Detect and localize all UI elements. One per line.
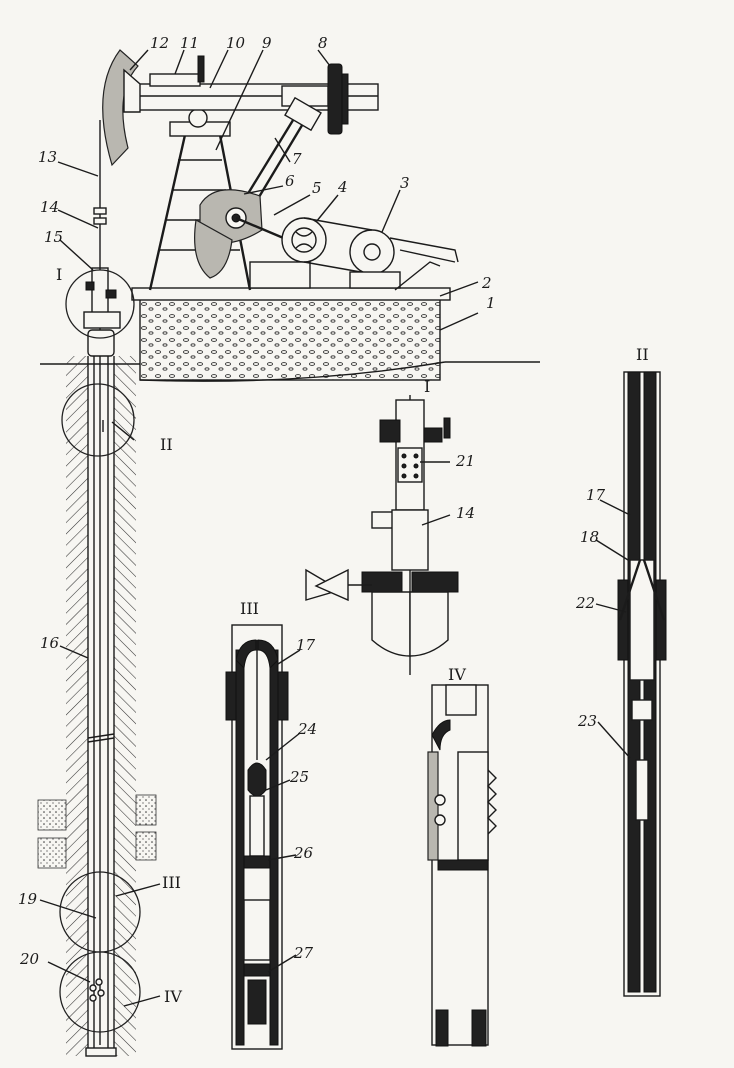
label-19: 19 (18, 890, 38, 908)
label-17-detail-III: 17 (296, 636, 316, 654)
label-11: 11 (180, 34, 199, 52)
label-3: 3 (400, 174, 410, 192)
label-9: 9 (262, 34, 272, 52)
concrete-foundation (139, 297, 441, 381)
detail-circle-II (61, 383, 135, 457)
roman-III-main: III (162, 873, 181, 892)
pump-jack (102, 49, 459, 291)
number-labels: 1 2 3 4 5 6 7 8 9 10 11 12 13 14 15 16 1… (18, 34, 496, 968)
label-26: 26 (293, 844, 314, 862)
label-27: 27 (293, 944, 314, 962)
well-bore (37, 300, 157, 1057)
label-23: 23 (577, 712, 597, 730)
detail-IV-anchor (427, 684, 497, 1047)
polished-rod (93, 120, 107, 245)
detail-circles (59, 269, 141, 1033)
label-15: 15 (44, 228, 63, 246)
label-12: 12 (150, 34, 169, 52)
label-18: 18 (580, 528, 599, 546)
roman-III-detail: III (240, 599, 259, 618)
label-7: 7 (292, 150, 302, 168)
base-frame (131, 287, 451, 301)
leader-lines-main (39, 49, 479, 1007)
label-20: 20 (19, 950, 40, 968)
detail-labels: I II III IV I II III IV 21 14 17 18 22 2… (56, 265, 649, 1006)
roman-I-main: I (56, 265, 62, 284)
label-17-detail-II: 17 (586, 486, 606, 504)
label-6: 6 (285, 172, 295, 190)
label-14-detail: 14 (456, 504, 475, 522)
label-14: 14 (40, 198, 59, 216)
label-16: 16 (40, 634, 60, 652)
detail-circle-I (65, 269, 135, 339)
label-22: 22 (575, 594, 595, 612)
roman-IV-detail: IV (448, 665, 466, 684)
detail-circle-IV (59, 951, 141, 1033)
detail-II-rod-string (595, 371, 667, 997)
detail-III-pump (225, 624, 301, 1050)
detail-I-wellhead (305, 395, 459, 675)
label-25: 25 (289, 768, 309, 786)
wellhead (83, 245, 121, 329)
label-24: 24 (297, 720, 317, 738)
label-4: 4 (337, 178, 348, 196)
label-10: 10 (226, 34, 246, 52)
label-2: 2 (481, 274, 492, 292)
roman-I-detail: I (424, 377, 430, 396)
ground (40, 287, 540, 382)
label-8: 8 (318, 34, 328, 52)
label-21: 21 (455, 452, 475, 470)
label-5: 5 (312, 179, 322, 197)
roman-IV-main: IV (164, 987, 182, 1006)
label-1: 1 (486, 294, 496, 312)
roman-II-detail: II (636, 345, 649, 364)
label-13: 13 (38, 148, 57, 166)
roman-II-main: II (160, 435, 173, 454)
